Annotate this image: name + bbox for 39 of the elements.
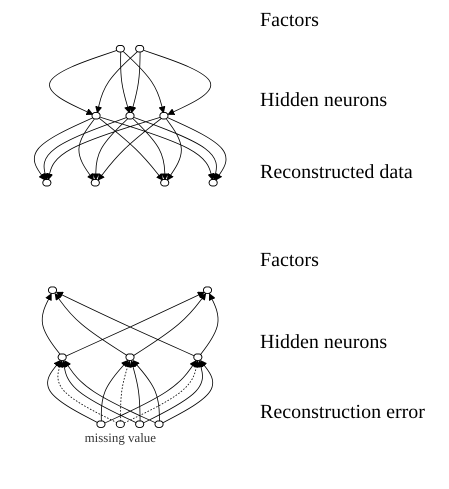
arrow bbox=[49, 50, 118, 115]
arrow bbox=[168, 117, 226, 180]
arrow bbox=[104, 360, 197, 424]
layer-label: Hidden neurons bbox=[260, 330, 388, 354]
arrow bbox=[132, 118, 168, 180]
arrow bbox=[95, 51, 138, 114]
arrow bbox=[120, 360, 131, 422]
arrow bbox=[120, 52, 132, 114]
layer-label: Hidden neurons bbox=[260, 88, 388, 112]
arrow bbox=[132, 360, 160, 422]
arrow bbox=[162, 360, 214, 424]
arrow bbox=[123, 51, 166, 114]
arrow bbox=[133, 293, 206, 356]
layer-label: Reconstruction error bbox=[260, 400, 426, 424]
arrow bbox=[143, 360, 204, 424]
arrow bbox=[56, 360, 118, 424]
layer-label: Factors bbox=[260, 8, 320, 32]
arrow bbox=[54, 293, 128, 356]
arrow bbox=[166, 118, 182, 180]
arrow bbox=[47, 360, 98, 424]
arrow bbox=[100, 116, 214, 180]
arrow bbox=[134, 117, 220, 180]
node-caption: missing value bbox=[84, 430, 156, 445]
arrow bbox=[200, 293, 218, 356]
layer-label: Factors bbox=[260, 248, 320, 272]
arrow bbox=[92, 118, 128, 180]
arrow bbox=[42, 293, 61, 356]
arrow bbox=[130, 52, 140, 114]
arrow bbox=[124, 360, 200, 424]
layer-label: Reconstructed data bbox=[260, 160, 414, 184]
arrow bbox=[34, 117, 94, 180]
arrow bbox=[46, 116, 161, 180]
arrow bbox=[64, 360, 156, 424]
arrow bbox=[143, 50, 212, 115]
arrow bbox=[78, 118, 95, 180]
arrow bbox=[100, 360, 128, 422]
arrow bbox=[60, 360, 137, 424]
arrow bbox=[42, 117, 128, 180]
arrow bbox=[130, 360, 140, 422]
